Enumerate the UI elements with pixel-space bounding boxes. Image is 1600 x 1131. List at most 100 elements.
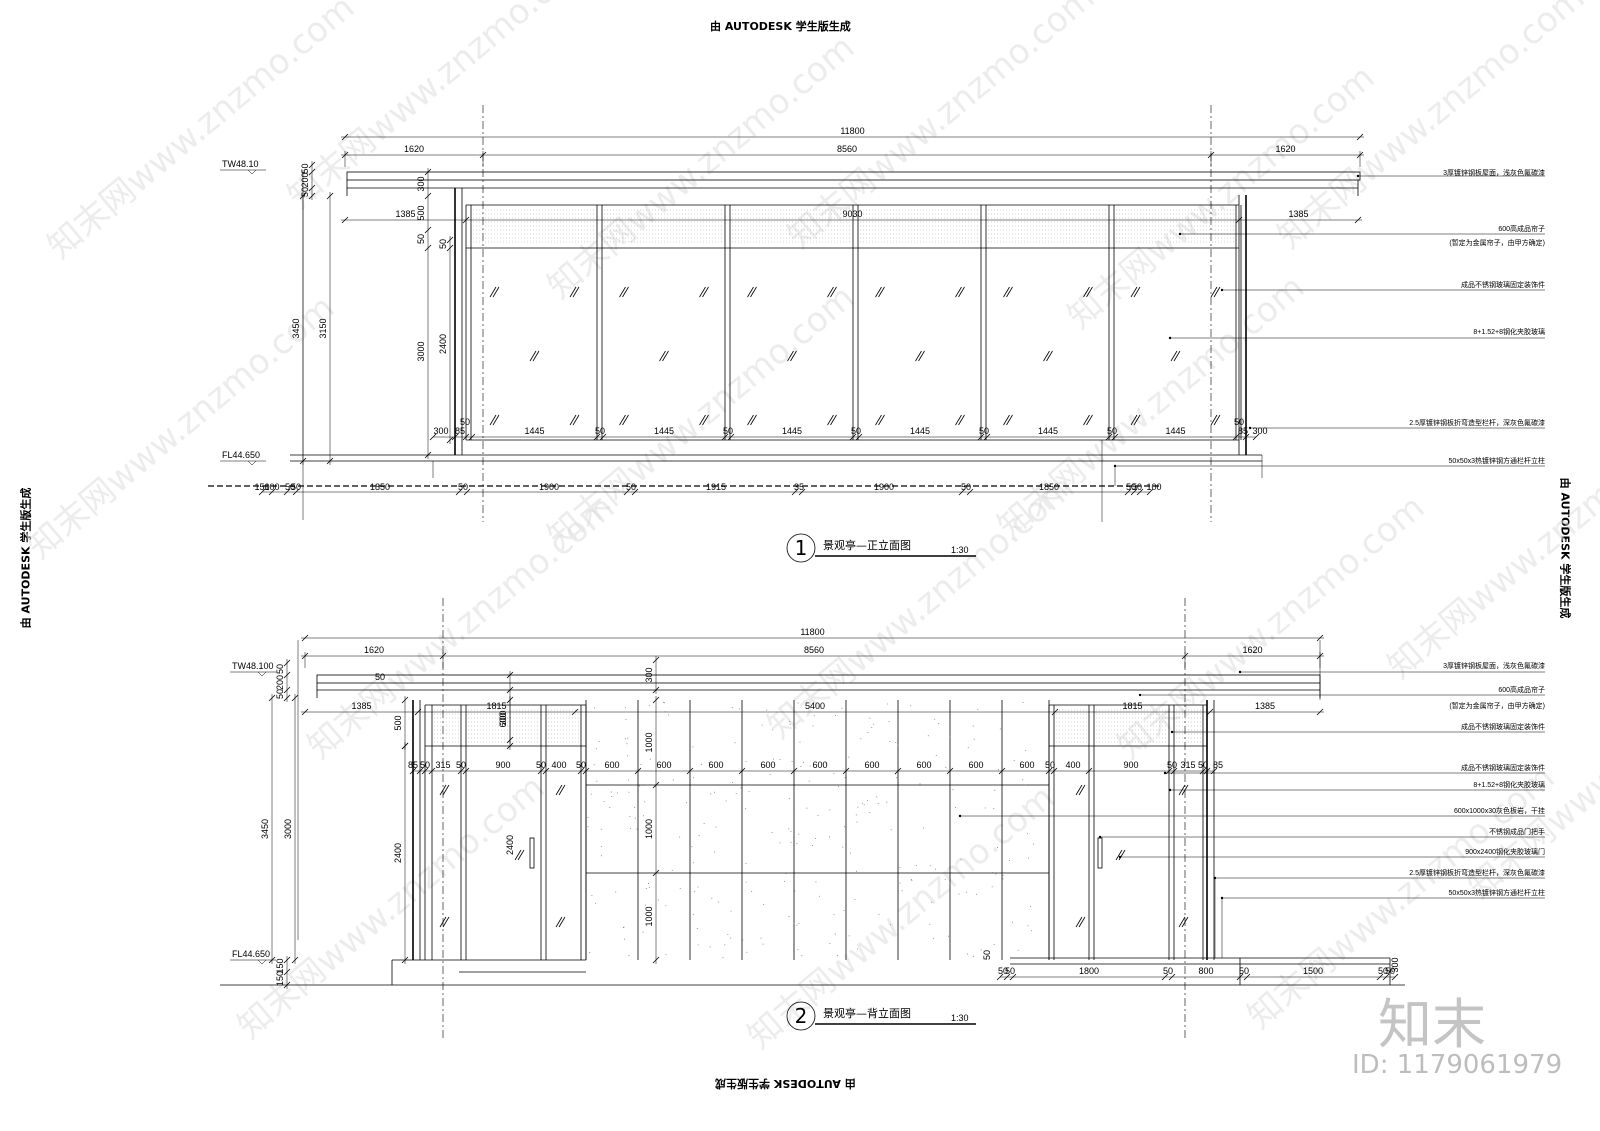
dim-tick (424, 168, 432, 176)
dim-tick (308, 168, 316, 176)
stone-speck (965, 891, 967, 893)
stone-speck (649, 758, 651, 760)
note-text: 50x50x3热镀锌钢方通栏杆立柱 (1449, 888, 1545, 897)
dim-text: 3450 (291, 318, 301, 338)
stone-speck (929, 865, 931, 867)
glass-hatch-mark (1210, 286, 1218, 298)
stone-speck (788, 828, 790, 830)
dim-text: 85 (408, 760, 418, 770)
note-text: 2.5厚镀锌钢板折弯造型栏杆，深灰色氟碳漆 (1409, 418, 1545, 427)
leader-dot (1168, 788, 1172, 792)
stone-speck (837, 954, 839, 956)
dim-text: 100 (264, 482, 279, 492)
dim-tick (652, 656, 660, 664)
dim-text: 50 (982, 950, 992, 960)
note-text: 600高成品帘子 (1498, 685, 1545, 694)
dim-text: 1385 (1255, 701, 1275, 711)
dim-tick (506, 671, 514, 679)
stone-speck (1002, 875, 1004, 877)
stone-speck (664, 702, 666, 704)
dim-tick (631, 488, 639, 496)
glass-hatch-mark (699, 414, 706, 426)
dim-tick (1111, 433, 1119, 441)
door-handle (1097, 837, 1103, 869)
stone-speck (871, 726, 873, 728)
dim-text: 1800 (1079, 966, 1099, 976)
dim-tick (1382, 973, 1390, 981)
stone-speck (679, 887, 681, 889)
stone-speck (686, 802, 688, 804)
dim-tick (1085, 767, 1093, 775)
stone-speck (977, 708, 979, 710)
note-text: 900x2400钢化夹胶玻璃门 (1465, 847, 1545, 856)
glass-hatch-mark (830, 414, 837, 426)
stone-speck (797, 702, 799, 704)
stone-speck (735, 793, 737, 795)
dim-text: 50 (1234, 417, 1244, 427)
stone-speck (1022, 701, 1024, 703)
glass-hatch-mark (569, 414, 577, 426)
stone-speck (976, 893, 978, 895)
glass-hatch-mark (492, 286, 500, 298)
stone-speck (745, 760, 747, 762)
stone-speck (945, 766, 947, 768)
stone-speck (796, 843, 798, 845)
stone-speck (788, 916, 790, 918)
dim-text: 300 (644, 667, 654, 682)
dim-text: 600 (760, 760, 775, 770)
glass-hatch-mark (1043, 350, 1050, 362)
glass-hatch-mark (1003, 414, 1010, 426)
stone-speck (972, 956, 974, 958)
level-label: TW48.10 (222, 159, 259, 169)
stone-speck (587, 826, 589, 828)
glass-hatch-mark (489, 414, 497, 426)
stone-speck (642, 815, 644, 817)
stone-speck (1025, 749, 1027, 751)
roof-slab (316, 674, 1321, 684)
dim-text: 50 (300, 187, 310, 197)
stone-speck (634, 807, 636, 809)
curtain-panel (604, 209, 723, 243)
dim-tick (1236, 973, 1244, 981)
glass-hatch-mark (619, 414, 626, 426)
glass-hatch-mark (747, 286, 754, 298)
glass-hatch-mark (699, 286, 706, 298)
glass-hatch-mark (787, 350, 794, 362)
stone-speck (901, 890, 903, 892)
glass-hatch-mark (915, 350, 922, 362)
dim-text: 3000 (283, 819, 293, 839)
note-text: 成品不锈钢玻璃固定装饰件 (1461, 722, 1545, 731)
stone-speck (1027, 857, 1029, 859)
dim-text: 50 (626, 482, 636, 492)
stone-speck (798, 833, 800, 835)
stone-speck (772, 729, 774, 731)
stone-speck (766, 709, 768, 711)
glass-hatch-mark (1170, 350, 1178, 362)
dim-tick (301, 634, 309, 642)
dim-tick (283, 981, 291, 989)
door-handle (529, 837, 535, 869)
dim-tick (1316, 634, 1324, 642)
dim-text: 1620 (364, 645, 384, 655)
stone-speck (745, 862, 747, 864)
glass-hatch-mark (1003, 286, 1010, 298)
dim-tick (577, 767, 585, 775)
glass-hatch-mark (662, 350, 669, 362)
stone-speck (812, 845, 814, 847)
dim-tick (421, 767, 429, 775)
stone-speck (991, 886, 993, 888)
stone-speck (672, 779, 674, 781)
dim-tick (1130, 488, 1138, 496)
glass-hatch-mark (878, 414, 885, 426)
brand-id: ID: 1179061979 (1352, 1050, 1563, 1080)
glass-hatch-mark (1173, 350, 1181, 362)
watermark-text: 知末网www.znzmo.com (540, 27, 862, 306)
dim-tick (428, 767, 436, 775)
stone-speck (801, 955, 803, 957)
dim-tick (409, 767, 417, 775)
curtain-panel (1176, 709, 1201, 743)
stone-speck (772, 758, 774, 760)
stone-speck (708, 762, 710, 764)
glass-hatch-mark (958, 286, 965, 298)
dim-text: 50 (851, 426, 861, 436)
